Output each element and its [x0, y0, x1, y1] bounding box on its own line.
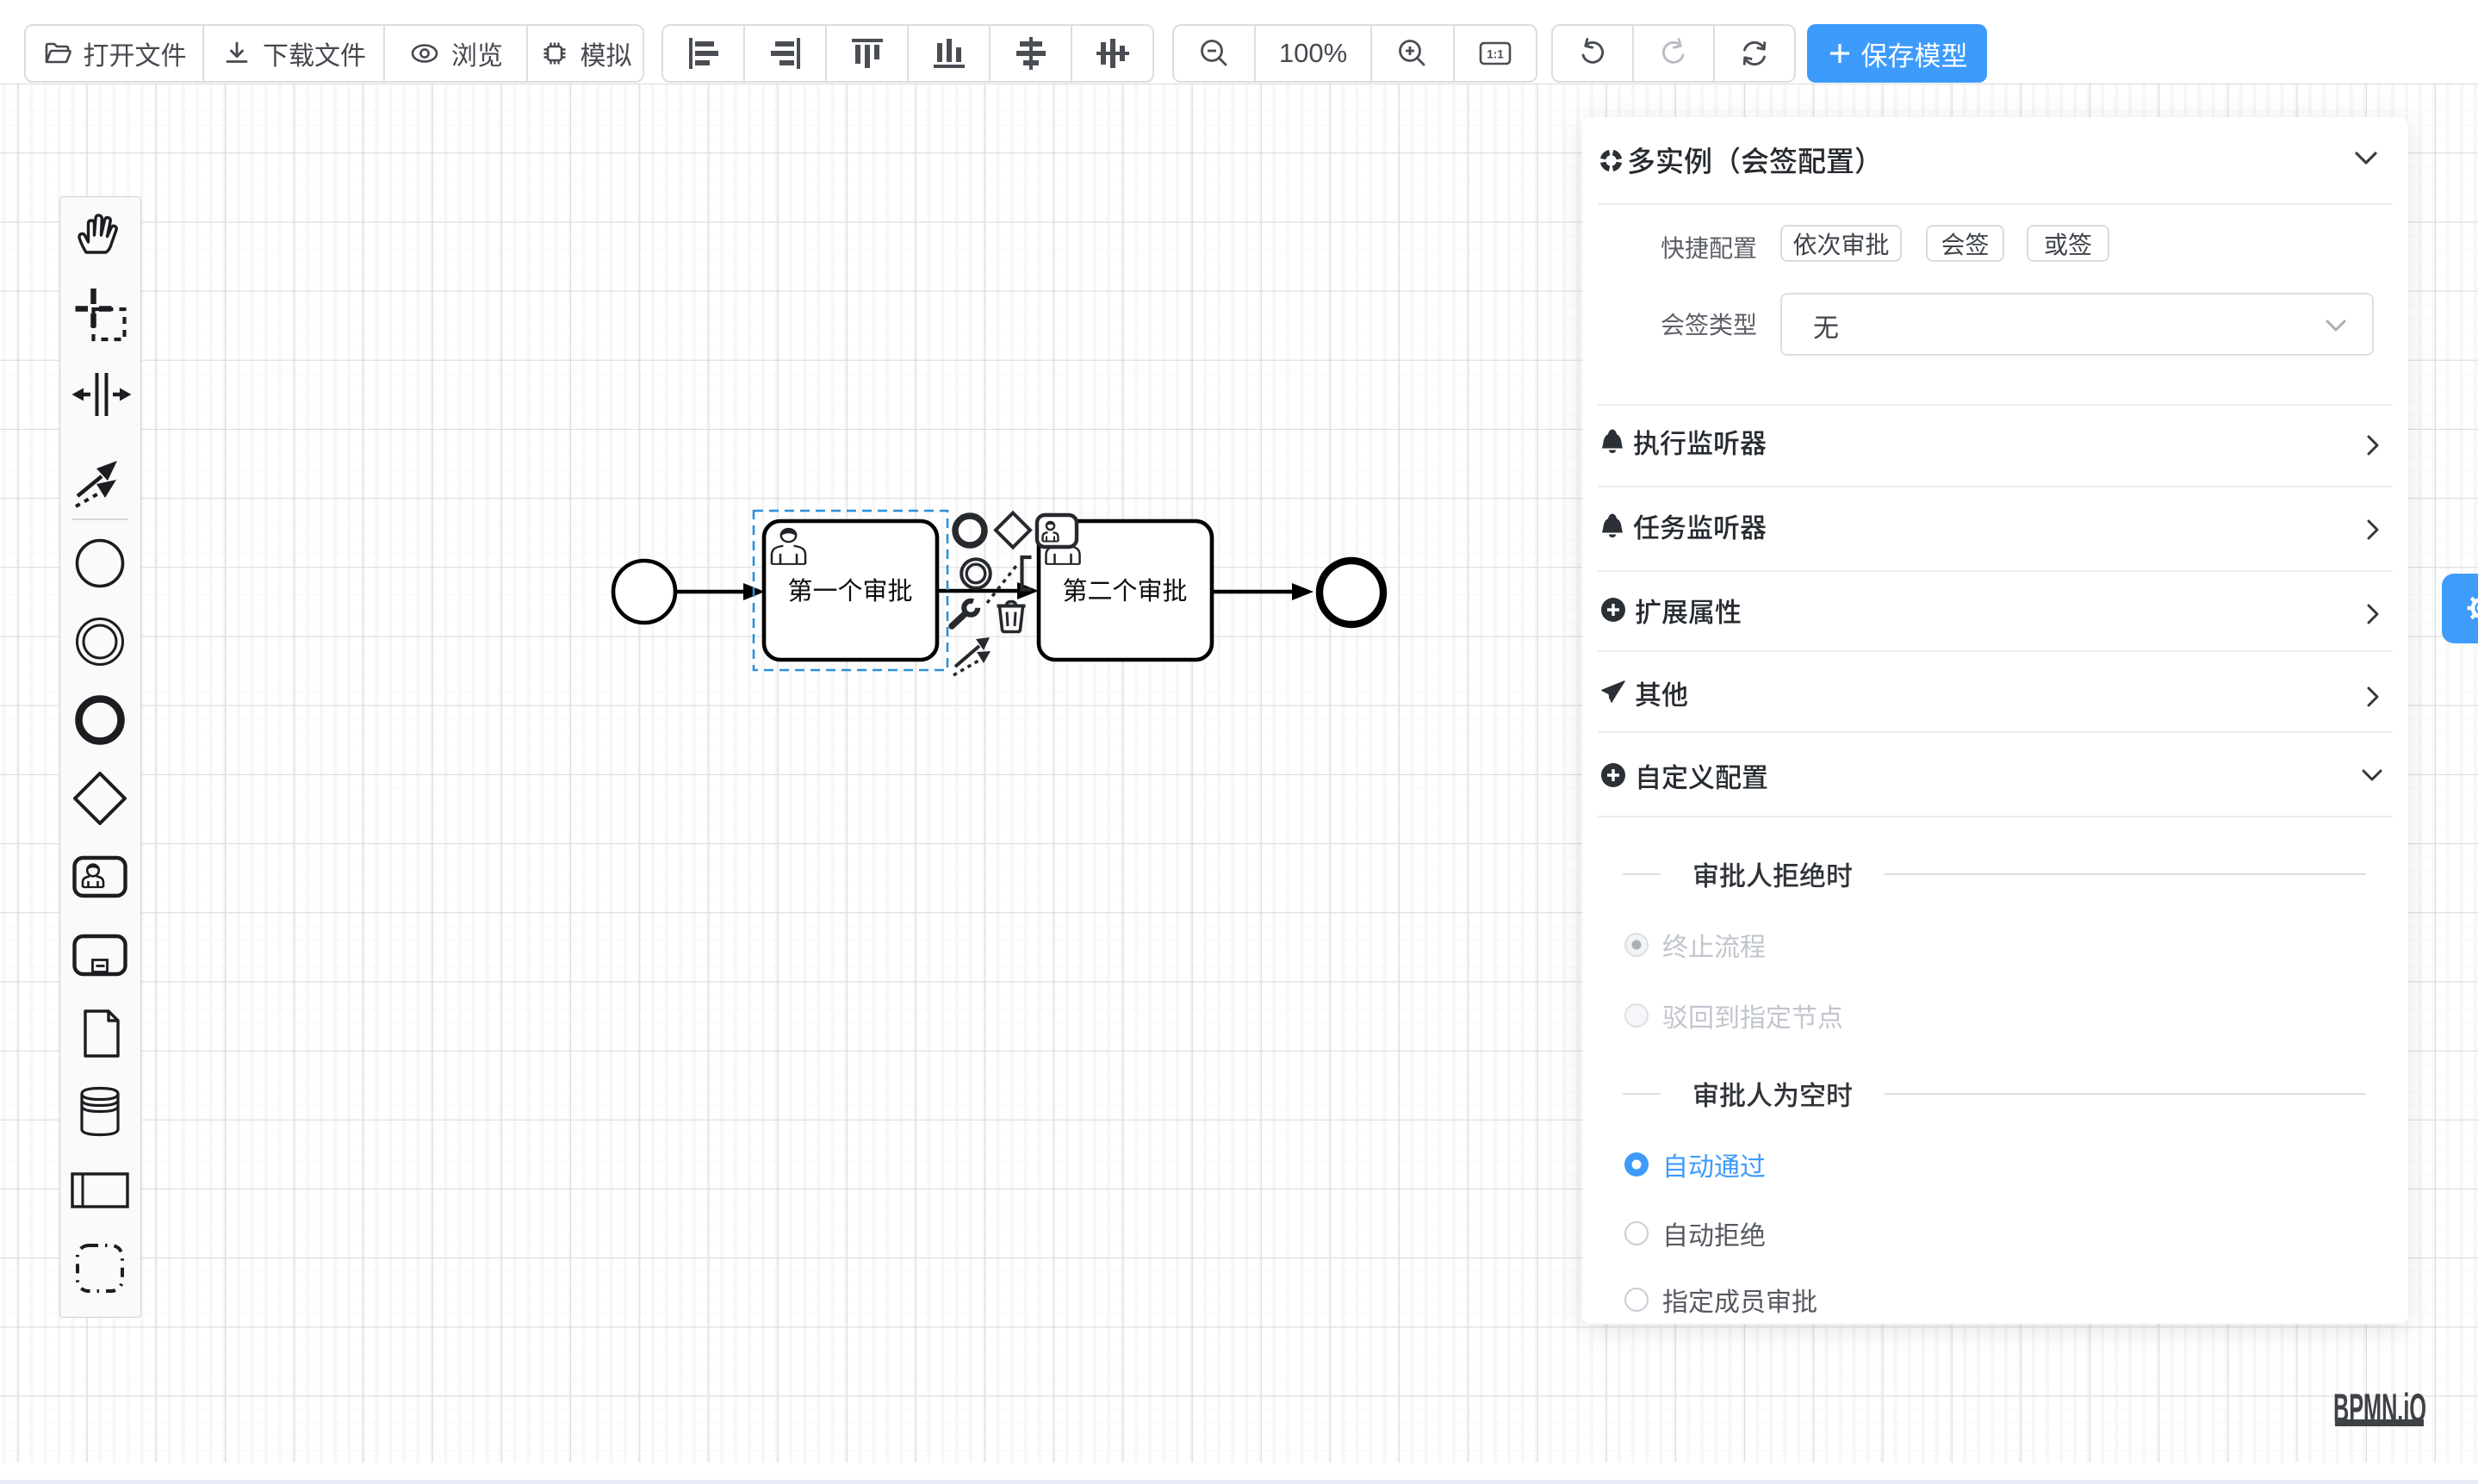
svg-text:第一个审批: 第一个审批 — [787, 577, 912, 605]
svg-text:1:1: 1:1 — [1487, 48, 1504, 61]
svg-text:第二个审批: 第二个审批 — [1062, 577, 1187, 605]
